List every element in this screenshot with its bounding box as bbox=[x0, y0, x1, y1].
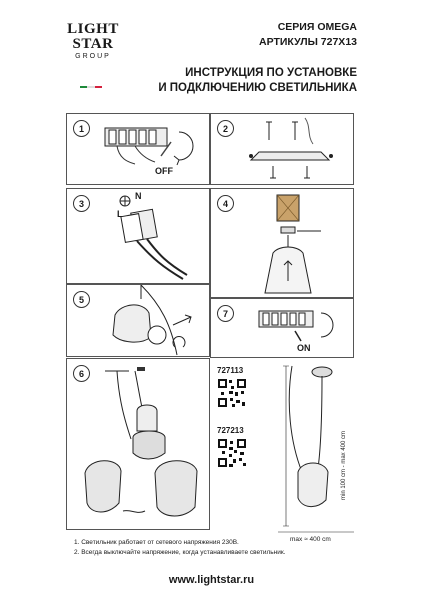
bulb-install-icon bbox=[112, 285, 192, 356]
title-line-1: ИНСТРУКЦИЯ ПО УСТАНОВКЕ bbox=[185, 67, 357, 79]
step-4-panel: 4 bbox=[210, 188, 354, 298]
on-label: ON bbox=[297, 343, 311, 353]
step-number: 6 bbox=[73, 365, 90, 382]
step-number: 4 bbox=[217, 195, 234, 212]
step-number: 7 bbox=[217, 305, 234, 322]
series-label: СЕРИЯ OMEGA bbox=[277, 21, 357, 33]
product-code: 727113 bbox=[217, 366, 244, 375]
title-line-2: И ПОДКЛЮЧЕНИЮ СВЕТИЛЬНИКА bbox=[158, 82, 357, 94]
website-link[interactable]: www.lightstar.ru bbox=[168, 574, 255, 586]
note-line: 1. Светильник работает от сетевого напря… bbox=[74, 539, 239, 546]
step-number: 3 bbox=[73, 195, 90, 212]
qr-code-icon[interactable] bbox=[217, 438, 247, 468]
luminaire-views-icon bbox=[84, 367, 198, 517]
wire-connection-icon bbox=[119, 195, 188, 280]
product-codes: 727113 727213 bbox=[212, 362, 272, 532]
step-number: 1 bbox=[73, 120, 90, 137]
qr-code-icon[interactable] bbox=[217, 378, 247, 408]
canopy-install-icon bbox=[264, 194, 321, 294]
live-label: L bbox=[117, 209, 123, 219]
articles-label: АРТИКУЛЫ 727X13 bbox=[259, 36, 357, 48]
off-label: OFF bbox=[155, 166, 173, 176]
step-number: 5 bbox=[73, 291, 90, 308]
terminal-block-icon bbox=[258, 310, 334, 342]
step-7-panel: 7 ON bbox=[210, 298, 354, 358]
product-code: 727213 bbox=[217, 426, 244, 435]
height-dimension-label: min 100 cm - max 400 cm bbox=[341, 430, 347, 500]
terminal-block-icon bbox=[104, 127, 194, 166]
brand-logo: LIGHT STAR GROUP bbox=[61, 21, 125, 61]
step-1-panel: 1 OFF bbox=[66, 113, 210, 185]
logo-line-3: GROUP bbox=[75, 53, 111, 60]
step-2-panel: 2 bbox=[210, 113, 354, 185]
neutral-label: N bbox=[135, 191, 142, 201]
note-line: 2. Всегда выключайте напряжение, когда у… bbox=[74, 549, 286, 556]
step-6-panel: 6 bbox=[66, 358, 210, 530]
step-number: 2 bbox=[217, 120, 234, 137]
dimension-drawing bbox=[278, 365, 354, 533]
logo-line-1: LIGHT bbox=[67, 21, 119, 37]
mounting-bracket-icon bbox=[249, 117, 333, 179]
width-dimension-label: max ≈ 400 cm bbox=[290, 536, 331, 543]
italian-flag-icon bbox=[80, 86, 102, 88]
step-3-panel: 3 N L bbox=[66, 188, 210, 284]
step-5-panel: 5 bbox=[66, 284, 210, 357]
logo-line-2: STAR bbox=[72, 36, 114, 52]
